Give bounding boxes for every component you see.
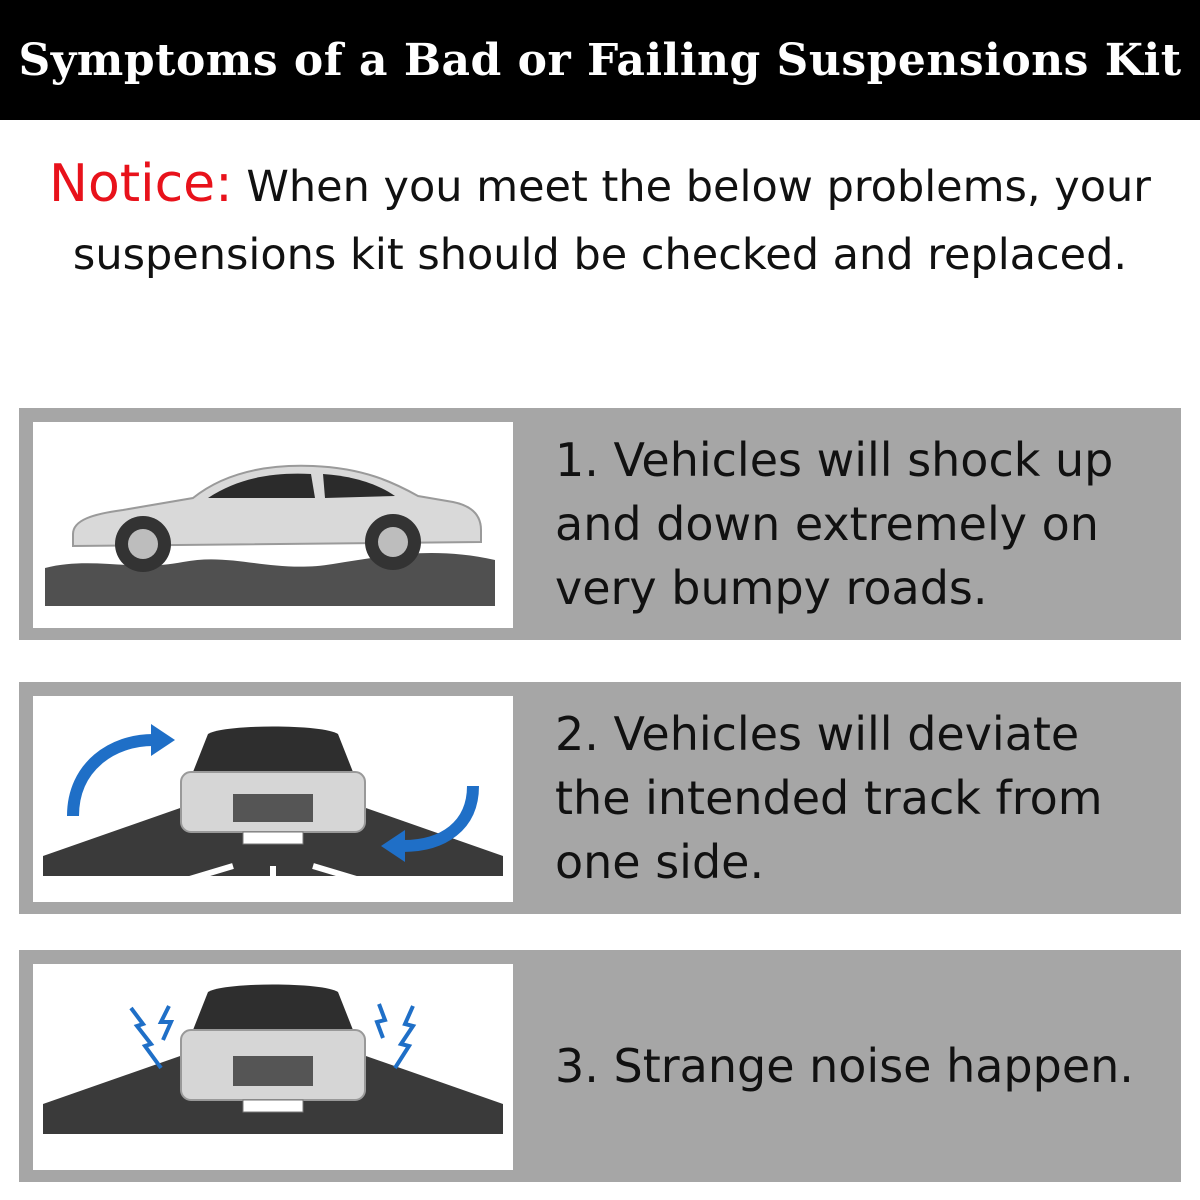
page-title: Symptoms of a Bad or Failing Suspensions… <box>18 34 1182 86</box>
symptom-text-3: 3. Strange noise happen. <box>555 1039 1134 1093</box>
symptom-panel-3: 3. Strange noise happen. <box>19 950 1181 1182</box>
notice-text: When you meet the below problems, your s… <box>72 162 1151 280</box>
symptom-panel-2: 2. Vehicles will deviate the intended tr… <box>19 682 1181 914</box>
car-side-bumpy-road-icon <box>33 422 513 628</box>
header-banner: Symptoms of a Bad or Failing Suspensions… <box>0 0 1200 120</box>
notice-paragraph: Notice: When you meet the below problems… <box>40 150 1160 289</box>
symptom-text-2: 2. Vehicles will deviate the intended tr… <box>555 707 1103 889</box>
car-front-curved-arrows-icon <box>33 696 513 902</box>
notice-label: Notice: <box>49 154 233 214</box>
symptom-panel-1: 1. Vehicles will shock up and down extre… <box>19 408 1181 640</box>
symptom-text-1: 1. Vehicles will shock up and down extre… <box>555 433 1114 615</box>
car-front-noise-bolts-icon <box>33 964 513 1170</box>
